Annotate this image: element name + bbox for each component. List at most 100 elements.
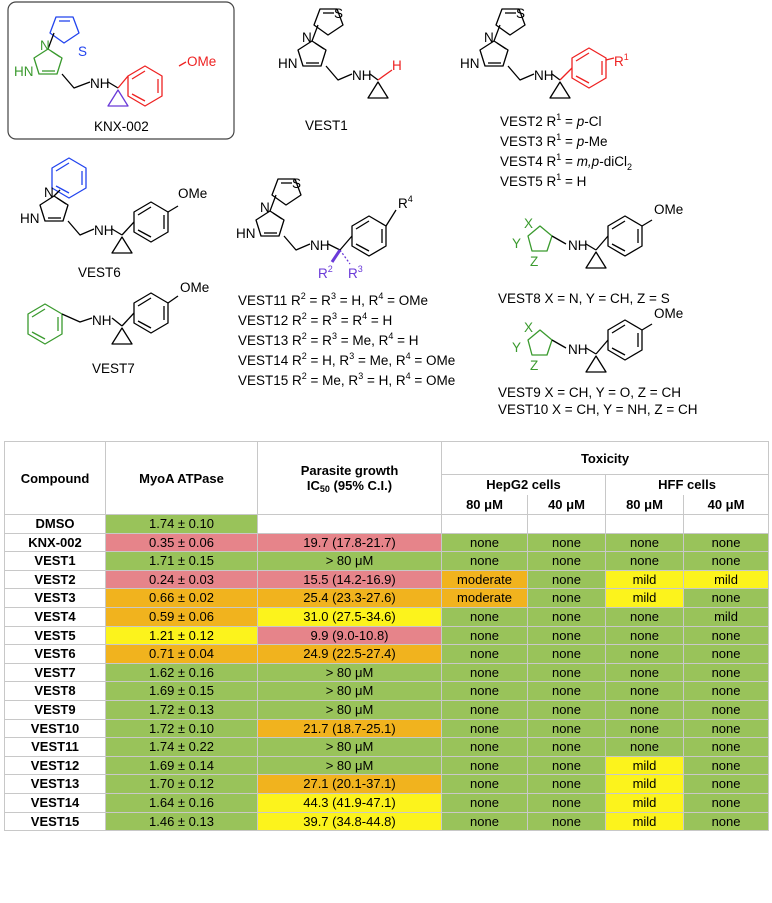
hepg2-80-cell: none [441,551,528,571]
hepg2-80-cell: none [441,681,528,701]
myoa-cell: 1.74 ± 0.10 [105,514,258,534]
hepg2-40-cell: none [527,792,606,813]
atom-label: X [524,320,533,335]
hff-80-cell: none [605,625,684,646]
table-row: VEST1 1.71 ± 0.15 > 80 μM none none none… [4,551,770,571]
hff-80-cell: none [605,644,684,664]
hepg2-80-cell: none [441,532,528,553]
r2-label: R2 [318,264,333,281]
hff-80-cell: mild [605,774,684,794]
atom-label: Y [512,340,521,355]
growth-cell: 19.7 (17.8-21.7) [257,532,442,553]
compound-cell: VEST8 [4,681,106,701]
compound-cell: VEST10 [4,718,106,739]
hff-40-cell [682,514,770,534]
knx002-frame [7,1,235,140]
compound-cell: VEST5 [4,625,106,646]
hepg2-40-cell: none [527,569,606,590]
table-row: VEST2 0.24 ± 0.03 15.5 (14.2-16.9) moder… [4,569,770,590]
hff-40-cell: none [682,551,770,571]
myoa-cell: 1.70 ± 0.12 [105,774,258,794]
hff-80-cell: mild [605,755,684,776]
table-row: VEST6 0.71 ± 0.04 24.9 (22.5-27.4) none … [4,644,770,664]
growth-cell: > 80 μM [257,681,442,701]
growth-cell: 25.4 (23.3-27.6) [257,588,442,608]
compound-cell: VEST3 [4,588,106,608]
knx002-structure: HN N S NH OMe KNX-002 [14,16,216,134]
growth-cell: 27.1 (20.1-37.1) [257,774,442,794]
hff-80-cell: none [605,699,684,720]
table-row: VEST11 1.74 ± 0.22 > 80 μM none none non… [4,737,770,757]
atom-label: HN [278,56,298,71]
vest5-caption: VEST5 R1 = H [500,172,586,189]
atom-label: HN [460,56,480,71]
hepg2-80-cell: none [441,737,528,757]
hff-40-cell: none [682,625,770,646]
hepg2-80-cell: moderate [441,569,528,590]
atom-label: Z [530,358,538,373]
table-row: VEST4 0.59 ± 0.06 31.0 (27.5-34.6) none … [4,606,770,627]
hff-40-cell: none [682,792,770,813]
vest11-caption: VEST11 R2 = R3 = H, R4 = OMe [238,291,428,308]
hepg2-80-cell: none [441,662,528,683]
hff-80-cell: mild [605,588,684,608]
header-toxicity: Toxicity [440,441,770,475]
atom-label: OMe [654,202,683,217]
myoa-cell: 0.71 ± 0.04 [105,644,258,664]
vest4-caption: VEST4 R1 = m,p-diCl2 [500,152,632,172]
hepg2-40-cell [527,514,606,534]
hff-80-cell: none [605,718,684,739]
table-row: VEST3 0.66 ± 0.02 25.4 (23.3-27.6) moder… [4,588,770,608]
hepg2-40-cell: none [527,606,606,627]
compound-label: VEST6 [78,265,121,280]
hepg2-40-cell: none [527,625,606,646]
vest11-15-structure: HN N S NH R4 R2 R3 [236,176,413,281]
hepg2-40-cell: none [527,532,606,553]
compound-cell: VEST12 [4,755,106,776]
growth-cell: 15.5 (14.2-16.9) [257,569,442,590]
vest3-caption: VEST3 R1 = p-Me [500,132,607,149]
atom-label: X [524,216,533,231]
myoa-cell: 1.71 ± 0.15 [105,551,258,571]
hff-40-cell: none [682,588,770,608]
atom-label: S [78,44,87,59]
hepg2-40-cell: none [527,551,606,571]
compound-cell: VEST1 [4,551,106,571]
hff-40-cell: none [682,699,770,720]
hepg2-40-cell: none [527,699,606,720]
header-compound: Compound [4,441,106,515]
atom-label: NH [92,313,112,328]
atom-label: NH [352,68,372,83]
table-row: VEST13 1.70 ± 0.12 27.1 (20.1-37.1) none… [4,774,770,794]
hff-80-cell: none [605,606,684,627]
table-row: KNX-002 0.35 ± 0.06 19.7 (17.8-21.7) non… [4,532,770,553]
compound-label: KNX-002 [94,119,149,134]
header-parasite-growth: Parasite growth IC50 (95% C.I.) [257,441,442,515]
r3-label: R3 [348,264,363,281]
r1-label: R1 [614,52,629,69]
atom-label: HN [236,226,256,241]
myoa-cell: 0.66 ± 0.02 [105,588,258,608]
vest9-caption: VEST9 X = CH, Y = O, Z = CH [498,385,681,400]
hff-80-cell: none [605,681,684,701]
table-row: VEST12 1.69 ± 0.14 > 80 μM none none mil… [4,755,770,776]
atom-label: HN [20,211,40,226]
table-row: VEST15 1.46 ± 0.13 39.7 (34.8-44.8) none… [4,811,770,832]
hepg2-40-cell: none [527,774,606,794]
header-hff-80: 80 μM [605,494,684,515]
table-row: VEST10 1.72 ± 0.10 21.7 (18.7-25.1) none… [4,718,770,739]
header-growth-line1: Parasite growth [300,462,399,478]
atom-label: NH [94,223,114,238]
atom-label: OMe [178,186,207,201]
atom-label: OMe [654,306,683,321]
myoa-cell: 1.74 ± 0.22 [105,737,258,757]
header-hepg2-40: 40 μM [527,494,606,515]
myoa-cell: 1.72 ± 0.13 [105,699,258,720]
myoa-cell: 0.59 ± 0.06 [105,606,258,627]
compound-cell: DMSO [4,514,106,534]
atom-label: N [302,30,312,45]
hepg2-80-cell: none [441,755,528,776]
hff-40-cell: none [682,644,770,664]
hepg2-80-cell: none [441,699,528,720]
compound-label: VEST7 [92,361,135,376]
